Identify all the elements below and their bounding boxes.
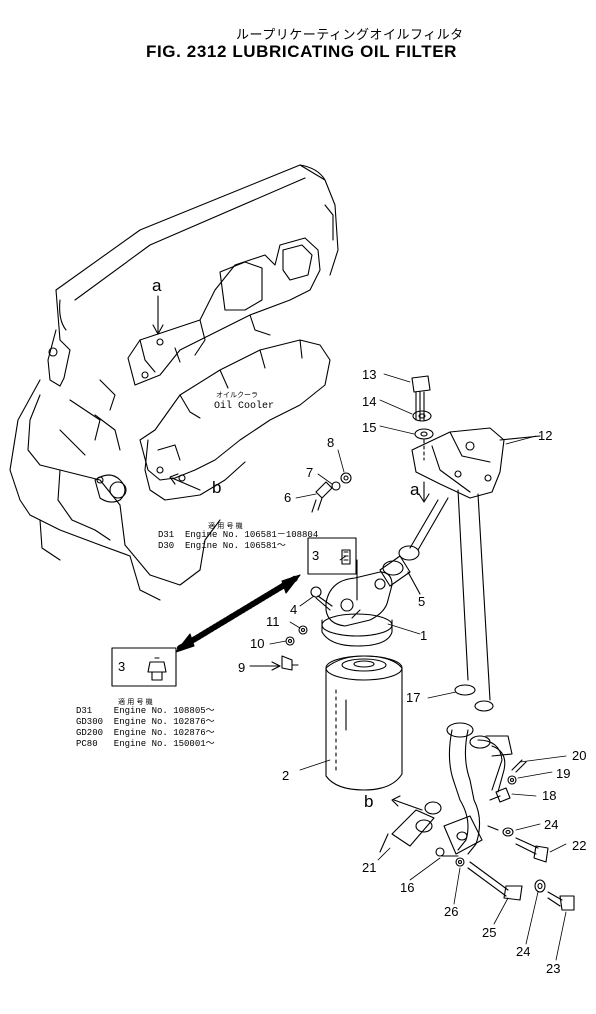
callout-22: 22 bbox=[572, 838, 587, 853]
callout-3-upper: 3 bbox=[312, 548, 320, 563]
callout-24-lower: 24 bbox=[516, 944, 531, 959]
oil-cooler-label-jp: オイルクーラ bbox=[216, 391, 258, 399]
callout-5: 5 bbox=[418, 594, 426, 609]
label-a-engine: a bbox=[152, 276, 162, 295]
double-arrow bbox=[175, 574, 301, 653]
gasket-21 bbox=[379, 801, 442, 853]
callout-12: 12 bbox=[538, 428, 553, 443]
callout-25: 25 bbox=[482, 925, 497, 940]
box-part-3-upper bbox=[307, 537, 357, 575]
bolt-22-group bbox=[487, 825, 549, 863]
leader-lines bbox=[269, 373, 567, 961]
callout-6: 6 bbox=[284, 490, 292, 505]
callout-17: 17 bbox=[406, 690, 421, 705]
title-japanese: ループリケーティングオイルフィルタ bbox=[236, 28, 464, 43]
callout-13: 13 bbox=[362, 367, 377, 382]
callout-20: 20 bbox=[572, 748, 587, 763]
bolt-25-group bbox=[455, 857, 575, 911]
callout-10: 10 bbox=[250, 636, 265, 651]
callout-18: 18 bbox=[542, 788, 557, 803]
serial-bottom-4: PC80 Engine No. 150001～ bbox=[76, 739, 215, 749]
arrow-b-pipe bbox=[391, 795, 423, 811]
label-b-engine: b bbox=[212, 478, 222, 497]
callout-14: 14 bbox=[362, 394, 377, 409]
exhaust-manifold bbox=[127, 237, 321, 386]
oil-pipe bbox=[409, 481, 494, 712]
serial-top-1: D31 Engine No. 106581－108804 bbox=[158, 530, 319, 540]
label-a-bracket: a bbox=[410, 480, 420, 499]
serial-top-2: D30 Engine No. 106581～ bbox=[158, 541, 286, 551]
oil-cooler-label: Oil Cooler bbox=[214, 401, 275, 412]
callout-2: 2 bbox=[282, 768, 290, 783]
gasket-5 bbox=[379, 545, 421, 595]
arrow-b-engine bbox=[169, 473, 201, 491]
figure-title: FIG. 2312 LUBRICATING OIL FILTER bbox=[146, 42, 458, 61]
callout-1: 1 bbox=[420, 628, 428, 643]
fitting-3-lower bbox=[147, 657, 167, 681]
serial-bottom-2: GD300 Engine No. 102876～ bbox=[76, 717, 215, 727]
callout-21: 21 bbox=[362, 860, 377, 875]
callout-9: 9 bbox=[238, 660, 246, 675]
callout-11: 11 bbox=[266, 614, 280, 629]
pipe-assembly bbox=[435, 722, 513, 857]
callout-19: 19 bbox=[556, 766, 571, 781]
small-parts-left bbox=[249, 472, 352, 671]
fitting-3-upper bbox=[341, 549, 351, 565]
bolt-18-group bbox=[489, 759, 527, 803]
serial-bottom-1: D31 Engine No. 108805～ bbox=[76, 706, 215, 716]
callout-7: 7 bbox=[306, 465, 314, 480]
callout-26: 26 bbox=[444, 904, 459, 919]
applicable-label-top: 適 用 号 機 bbox=[208, 522, 243, 530]
bolt-13 bbox=[411, 375, 434, 461]
callout-4: 4 bbox=[290, 602, 298, 617]
bracket-12 bbox=[411, 427, 541, 499]
filter-cartridge bbox=[325, 655, 403, 791]
label-b-pipe: b bbox=[364, 792, 374, 811]
arrow-a-engine bbox=[152, 295, 164, 335]
serial-bottom-3: GD200 Engine No. 102876～ bbox=[76, 728, 215, 738]
engine-block bbox=[9, 164, 339, 601]
callout-15: 15 bbox=[362, 420, 377, 435]
callout-16: 16 bbox=[400, 880, 415, 895]
callout-3-lower: 3 bbox=[118, 659, 126, 674]
applicable-label-bottom: 適 用 号 機 bbox=[118, 698, 153, 706]
box-part-3-lower bbox=[111, 647, 177, 687]
callout-24-upper: 24 bbox=[544, 817, 559, 832]
callout-23: 23 bbox=[546, 961, 561, 976]
callout-8: 8 bbox=[327, 435, 335, 450]
